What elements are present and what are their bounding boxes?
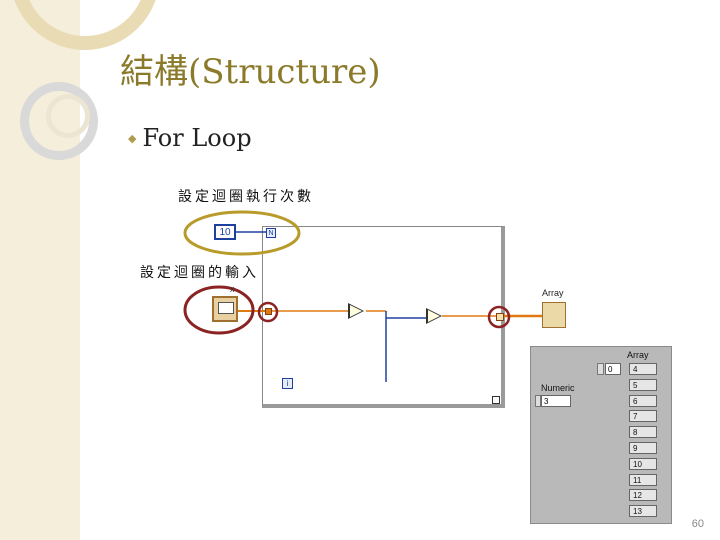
array-cell[interactable]: 6 — [629, 394, 657, 407]
array-cell[interactable]: 5 — [629, 378, 657, 391]
front-panel: Array 0 Numeric 3 4 5 6 7 8 9 10 11 12 1… — [530, 346, 672, 524]
input-tunnel-ring — [257, 301, 279, 323]
slide-title: 結構(Structure) — [120, 52, 381, 92]
panel-array-label: Array — [627, 350, 649, 360]
output-tunnel-ring — [487, 305, 511, 329]
array-index-display[interactable]: 0 — [605, 363, 621, 375]
bullet-diamond-icon: ◆ — [128, 131, 137, 145]
iteration-terminal[interactable]: i — [282, 378, 293, 389]
output-tunnel[interactable] — [496, 313, 504, 321]
array-control-icon — [218, 302, 234, 314]
array-cells: 4 5 6 7 8 9 10 11 12 13 — [629, 363, 659, 521]
bullet-text: For Loop — [142, 124, 252, 152]
bullet-for-loop: ◆ For Loop — [128, 124, 252, 152]
add-node-icon[interactable] — [426, 308, 442, 324]
array-control-terminal[interactable] — [212, 296, 238, 322]
array-cell[interactable]: 4 — [629, 363, 657, 375]
page-number: 60 — [691, 518, 704, 530]
loop-resize-handle[interactable] — [492, 396, 500, 404]
decorative-ring-small — [46, 94, 90, 138]
increment-node-icon[interactable] — [348, 303, 364, 319]
input-tunnel[interactable] — [265, 308, 272, 315]
annotation-loop-count: 設定迴圈執行次數 — [178, 189, 314, 205]
array-cell[interactable]: 12 — [629, 489, 657, 502]
numeric-control[interactable]: 3 — [541, 395, 571, 407]
numeric-spinner-icon[interactable] — [535, 395, 541, 407]
annotation-loop-input: 設定迴圈的輸入 — [140, 265, 259, 281]
array-cell[interactable]: 13 — [629, 505, 657, 518]
loop-count-constant[interactable]: 10 — [214, 224, 236, 240]
array-cell[interactable]: 7 — [629, 410, 657, 423]
input-highlight-ring — [183, 285, 255, 335]
for-loop-frame[interactable] — [262, 226, 505, 408]
decorative-ring-medium — [20, 82, 98, 160]
control-label: x — [230, 284, 235, 294]
panel-numeric-label: Numeric — [541, 383, 575, 393]
array-indicator-terminal[interactable] — [542, 302, 566, 328]
array-cell[interactable]: 10 — [629, 457, 657, 470]
array-indicator-label: Array — [542, 288, 564, 298]
array-cell[interactable]: 9 — [629, 441, 657, 454]
array-cell[interactable]: 11 — [629, 473, 657, 486]
count-terminal[interactable]: N — [266, 228, 276, 238]
array-cell[interactable]: 8 — [629, 426, 657, 439]
index-spinner-icon[interactable] — [597, 363, 604, 375]
count-highlight-ring — [183, 210, 301, 256]
